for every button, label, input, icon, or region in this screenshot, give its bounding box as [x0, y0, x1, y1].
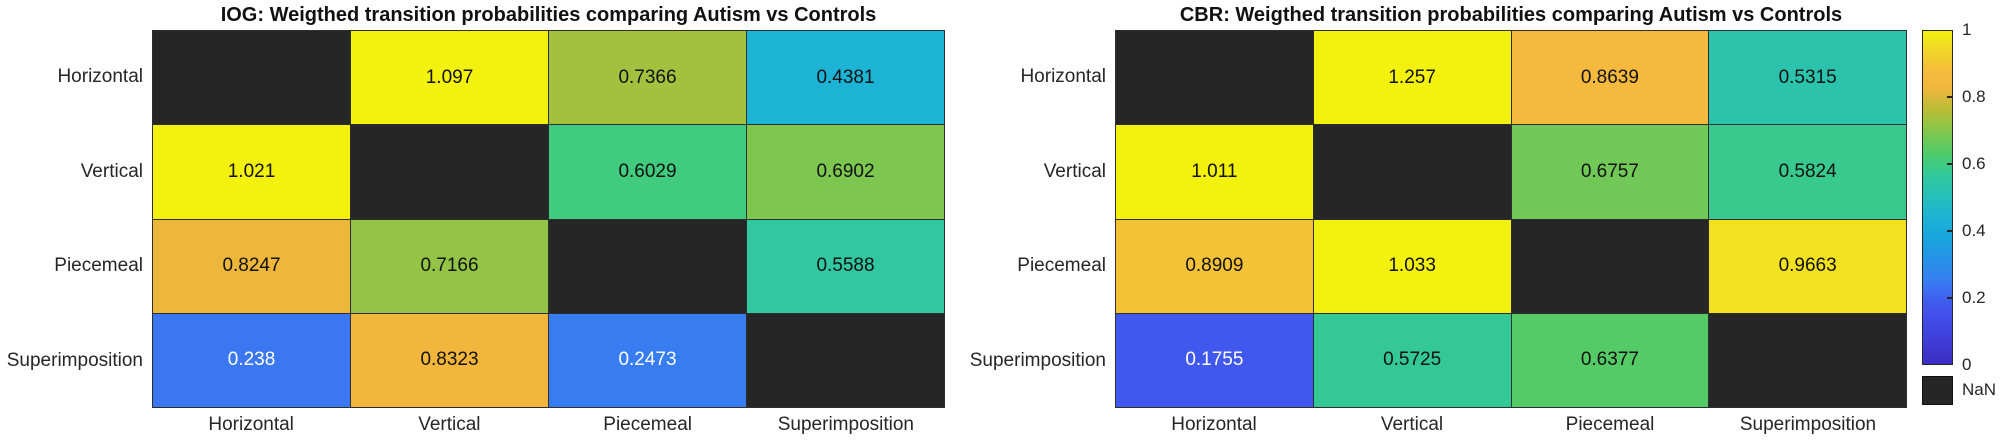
row-label: Superimposition	[969, 349, 1106, 371]
heatmap-cell: 0.9663	[1709, 219, 1906, 313]
row-label: Horizontal	[1020, 66, 1106, 88]
heatmap-cell: 0.5824	[1709, 125, 1906, 219]
colorbar: 1 0.8 0.6 0.4 0.2 0 NaN	[1922, 0, 2000, 444]
col-label: Horizontal	[208, 414, 294, 435]
row-label: Piecemeal	[54, 255, 143, 277]
row-label: Vertical	[1043, 160, 1106, 182]
heatmap-cell: 0.2473	[549, 313, 746, 407]
heatmap-cell: 0.8247	[153, 219, 350, 313]
heatmap-cell: 0.1755	[1116, 313, 1313, 407]
plot-title-cbr: CBR: Weigthed transition probabilities c…	[1179, 4, 1843, 26]
colorbar-tick-mark	[1947, 230, 1952, 232]
colorbar-tick-mark	[1947, 96, 1952, 98]
heatmap-cell	[549, 219, 746, 313]
col-label: Vertical	[418, 414, 481, 435]
heatmap-cell: 1.033	[1313, 219, 1511, 313]
heatmap-cell: 0.5315	[1709, 31, 1906, 125]
heatmap-cell	[1709, 313, 1906, 407]
heatmap-cell: 0.5588	[747, 219, 944, 313]
row-label: Piecemeal	[1017, 255, 1106, 277]
heatmap-cell	[1116, 31, 1313, 125]
col-label: Vertical	[1380, 414, 1444, 435]
heatmap-cell	[1313, 125, 1511, 219]
colorbar-tick-label: 1	[1962, 20, 1972, 39]
col-label: Piecemeal	[603, 414, 692, 435]
colorbar-gradient	[1922, 30, 1953, 365]
col-label: Horizontal	[1171, 414, 1257, 435]
colorbar-tick-label: 0.8	[1962, 87, 1986, 106]
heatmap-cell: 1.021	[153, 125, 350, 219]
plot-title-iog: IOG: Weigthed transition probabilities c…	[220, 4, 877, 26]
heatmap-iog: IOG: Weigthed transition probabilities c…	[7, 0, 945, 444]
heatmap-cell	[1511, 219, 1709, 313]
heatmap-cell: 0.7366	[549, 31, 746, 125]
col-labels-iog: Horizontal Vertical Piecemeal Superimpositi…	[152, 412, 945, 440]
heatmap-cell: 0.6902	[747, 125, 944, 219]
colorbar-tick-label: 0.6	[1962, 154, 1986, 173]
heatmap-cell	[153, 31, 350, 125]
heatmap-cell: 0.6029	[549, 125, 746, 219]
row-label: Vertical	[80, 160, 143, 182]
heatmap-cell: 0.5725	[1313, 313, 1511, 407]
colorbar-tick-label: 0	[1962, 355, 1972, 374]
col-label: Superimposition	[777, 414, 914, 435]
row-label: Horizontal	[57, 66, 143, 88]
colorbar-nan-swatch	[1922, 376, 1953, 405]
row-label: Superimposition	[6, 349, 143, 371]
heatmap-cell: 0.7166	[351, 219, 548, 313]
colorbar-tick-label: 0.2	[1962, 288, 1986, 307]
heatmap-cell: 0.6377	[1511, 313, 1709, 407]
heatmap-cell: 1.011	[1116, 125, 1313, 219]
heatmap-cbr: CBR: Weigthed transition probabilities c…	[970, 0, 1907, 444]
heatmap-cell: 0.6757	[1511, 125, 1709, 219]
heatmap-cell	[351, 125, 548, 219]
heatmap-cell: 0.8639	[1511, 31, 1709, 125]
heatmap-cell: 1.257	[1313, 31, 1511, 125]
colorbar-nan-label: NaN	[1962, 380, 1997, 399]
heatmap-cell: 1.097	[351, 31, 548, 125]
colorbar-tick-label: 0.4	[1962, 221, 1986, 240]
col-label: Piecemeal	[1565, 414, 1655, 435]
heatmap-cell: 0.4381	[747, 31, 944, 125]
colorbar-tick-mark	[1947, 163, 1952, 165]
colorbar-tick-mark	[1947, 297, 1952, 299]
colorbar-ticks: 1 0.8 0.6 0.4 0.2 0	[1922, 0, 2000, 444]
col-label: Superimposition	[1739, 414, 1877, 435]
heatmap-cell: 0.8909	[1116, 219, 1313, 313]
col-labels-cbr: Horizontal Vertical Piecemeal Superimpositi…	[1115, 412, 1907, 440]
heatmap-cell	[747, 313, 944, 407]
heatmap-cell: 0.8323	[351, 313, 548, 407]
heatmap-cell: 0.238	[153, 313, 350, 407]
